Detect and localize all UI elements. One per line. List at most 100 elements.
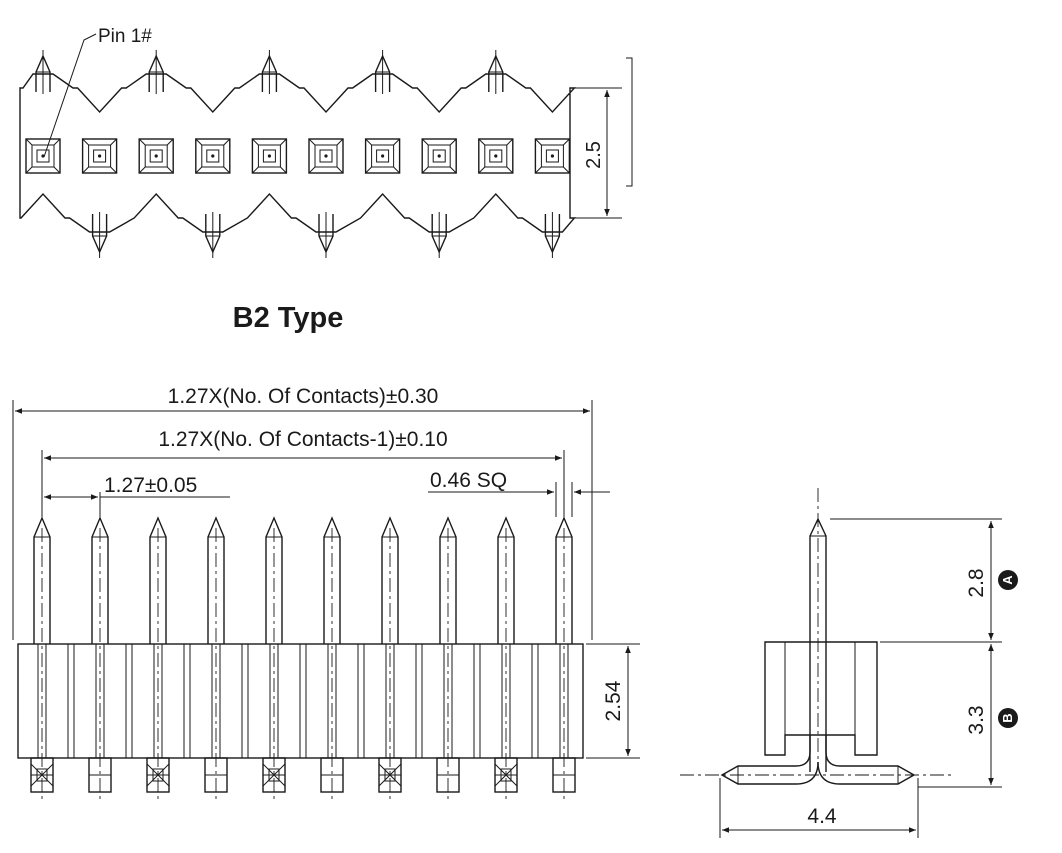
tail-cross — [262, 763, 286, 787]
dim-pin-span: 1.27X(No. Of Contacts-1)±0.10 — [158, 428, 447, 451]
housing-outline — [19, 73, 576, 233]
front-pin — [265, 516, 283, 644]
bevel — [82, 166, 89, 174]
pin-square-core — [319, 149, 333, 163]
bevel — [336, 138, 344, 146]
bevel — [223, 166, 231, 174]
top-pin-tips-upper — [35, 50, 504, 94]
bevel — [138, 138, 146, 146]
front-pin — [555, 516, 573, 644]
dim-3-3: 3.3 — [965, 705, 988, 734]
pin-dot — [154, 154, 158, 158]
pin-dot — [494, 154, 498, 158]
side-leg-right — [817, 735, 916, 785]
pin1-label: Pin 1# — [98, 26, 152, 47]
tail-square — [36, 768, 48, 782]
bevel — [336, 166, 344, 174]
bevel — [138, 166, 146, 174]
front-view: 1.27X(No. Of Contacts)±0.30 1.27X(No. Of… — [12, 385, 640, 800]
tail-square — [500, 768, 512, 782]
pin-square-inner — [427, 144, 451, 168]
front-pin — [381, 516, 399, 644]
side-leg-left — [720, 735, 819, 785]
marker-b-label: B — [1000, 713, 1015, 722]
pin-square — [251, 138, 288, 174]
tail-cross — [494, 763, 518, 787]
bracket — [626, 57, 633, 187]
pin-dot — [211, 154, 215, 158]
bevel — [563, 166, 570, 174]
tail-square — [152, 768, 164, 782]
bevel — [252, 138, 259, 146]
bevel — [195, 166, 203, 174]
pin-square-core — [545, 149, 559, 163]
bevel — [53, 166, 61, 174]
top-pin-squares — [25, 138, 571, 174]
pin-square-inner — [144, 144, 168, 168]
pin-square-inner — [201, 144, 225, 168]
bevel — [280, 166, 287, 174]
pin-dot — [98, 154, 102, 158]
pin1-leader — [43, 33, 97, 158]
bevel — [506, 166, 514, 174]
bevel — [25, 166, 33, 174]
pin-dot — [550, 154, 555, 158]
bevel — [308, 166, 316, 174]
pin-square-core — [432, 149, 446, 163]
type-title: B2 Type — [233, 302, 344, 334]
bevel — [166, 138, 174, 146]
pin-dot — [381, 154, 385, 158]
dim-body-height: 2.54 — [602, 680, 625, 721]
bevel — [478, 138, 486, 146]
front-pin — [33, 516, 51, 644]
top-view: Pin 1# 2.5 — [19, 26, 633, 258]
pin-square-inner — [314, 144, 338, 168]
pin-square — [534, 138, 571, 174]
front-pin — [91, 516, 109, 644]
dim-pin-size: 0.46 SQ — [430, 469, 507, 492]
front-pin — [149, 516, 167, 644]
dim-width: 4.4 — [807, 805, 837, 828]
pin-square-inner — [484, 144, 508, 168]
bevel — [195, 138, 203, 146]
tail-square — [268, 768, 280, 782]
bevel — [110, 166, 117, 174]
pin-dot — [324, 154, 328, 158]
bevel — [478, 166, 486, 174]
dim-overall-length: 1.27X(No. Of Contacts)±0.30 — [168, 385, 439, 408]
pin-square — [81, 138, 118, 174]
bevel — [393, 166, 400, 174]
pin-square-inner — [371, 144, 395, 168]
pin-dot — [267, 154, 271, 158]
pin-square-core — [262, 149, 276, 163]
tail-cross — [378, 763, 402, 787]
pin-square-core — [36, 149, 50, 163]
pin-square — [138, 138, 174, 174]
pin-square — [478, 138, 514, 174]
dim-pitch: 1.27±0.05 — [104, 474, 197, 497]
bevel — [449, 166, 457, 174]
pin-square-core — [206, 149, 220, 163]
bevel — [110, 138, 117, 146]
pin-square — [195, 138, 231, 174]
bevel — [252, 166, 259, 174]
bevel — [535, 166, 542, 174]
bevel — [280, 138, 287, 146]
bevel — [393, 138, 400, 146]
pin-square-core — [376, 149, 390, 163]
tail-square — [384, 768, 396, 782]
tail-cross — [30, 763, 54, 787]
housing-dividers — [67, 644, 539, 758]
marker-a — [998, 570, 1018, 590]
dim-2-5: 2.5 — [583, 141, 605, 169]
bevel — [223, 138, 231, 146]
bevel — [421, 166, 429, 174]
front-pin — [323, 516, 341, 644]
pin-square — [25, 138, 61, 174]
marker-a-label: A — [1000, 575, 1015, 585]
pin-dot — [437, 154, 441, 158]
bevel — [421, 138, 429, 146]
side-housing — [764, 641, 878, 756]
bevel — [25, 138, 33, 146]
